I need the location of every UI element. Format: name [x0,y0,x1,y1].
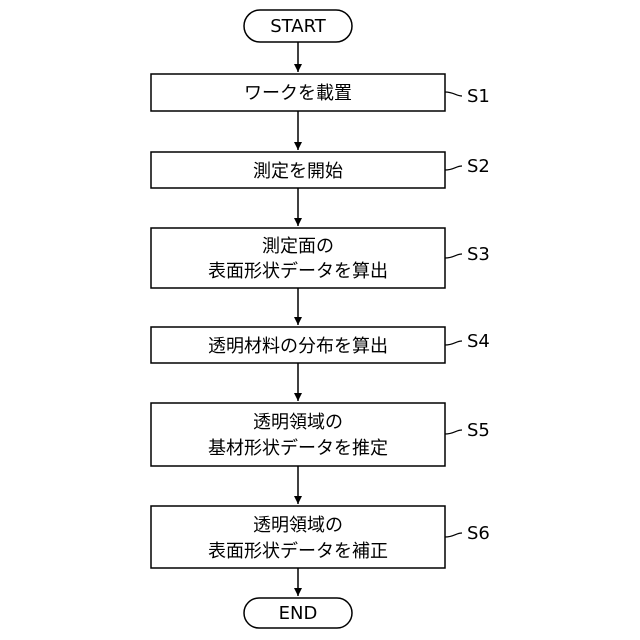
start-label: START [270,16,327,37]
step-s1-leader [445,92,462,96]
step-s4-leader [445,341,462,345]
process-step-s5: 透明領域の 基材形状データを推定 S5 [151,403,490,466]
step-s2-text-line-1: 測定を開始 [253,161,343,182]
step-s1-text-line-1: ワークを載置 [244,83,352,104]
step-s6-id: S6 [467,523,490,544]
step-s5-leader [445,430,462,434]
step-s1-id: S1 [467,86,490,107]
step-s5-text-line-1: 透明領域の [253,412,343,433]
step-s5-id: S5 [467,420,490,441]
process-step-s3: 測定面の 表面形状データを算出 S3 [151,228,490,288]
step-s2-id: S2 [467,156,490,177]
step-s4-id: S4 [467,331,490,352]
step-s6-text-line-1: 透明領域の [253,515,343,536]
end-terminal: END [244,598,352,628]
step-s3-text-line-2: 表面形状データを算出 [208,261,388,282]
process-step-s4: 透明材料の分布を算出 S4 [151,327,490,363]
step-s2-leader [445,166,462,170]
step-s3-text-line-1: 測定面の [262,236,334,257]
start-terminal: START [244,10,352,42]
step-s3-leader [445,254,462,258]
step-s3-id: S3 [467,244,490,265]
step-s6-leader [445,533,462,537]
step-s4-text-line-1: 透明材料の分布を算出 [208,336,388,357]
step-s6-text-line-2: 表面形状データを補正 [208,541,388,562]
process-step-s6: 透明領域の 表面形状データを補正 S6 [151,506,490,568]
step-s5-text-line-2: 基材形状データを推定 [208,438,388,459]
process-step-s2: 測定を開始 S2 [151,152,490,188]
process-step-s1: ワークを載置 S1 [151,74,490,111]
end-label: END [279,603,318,624]
